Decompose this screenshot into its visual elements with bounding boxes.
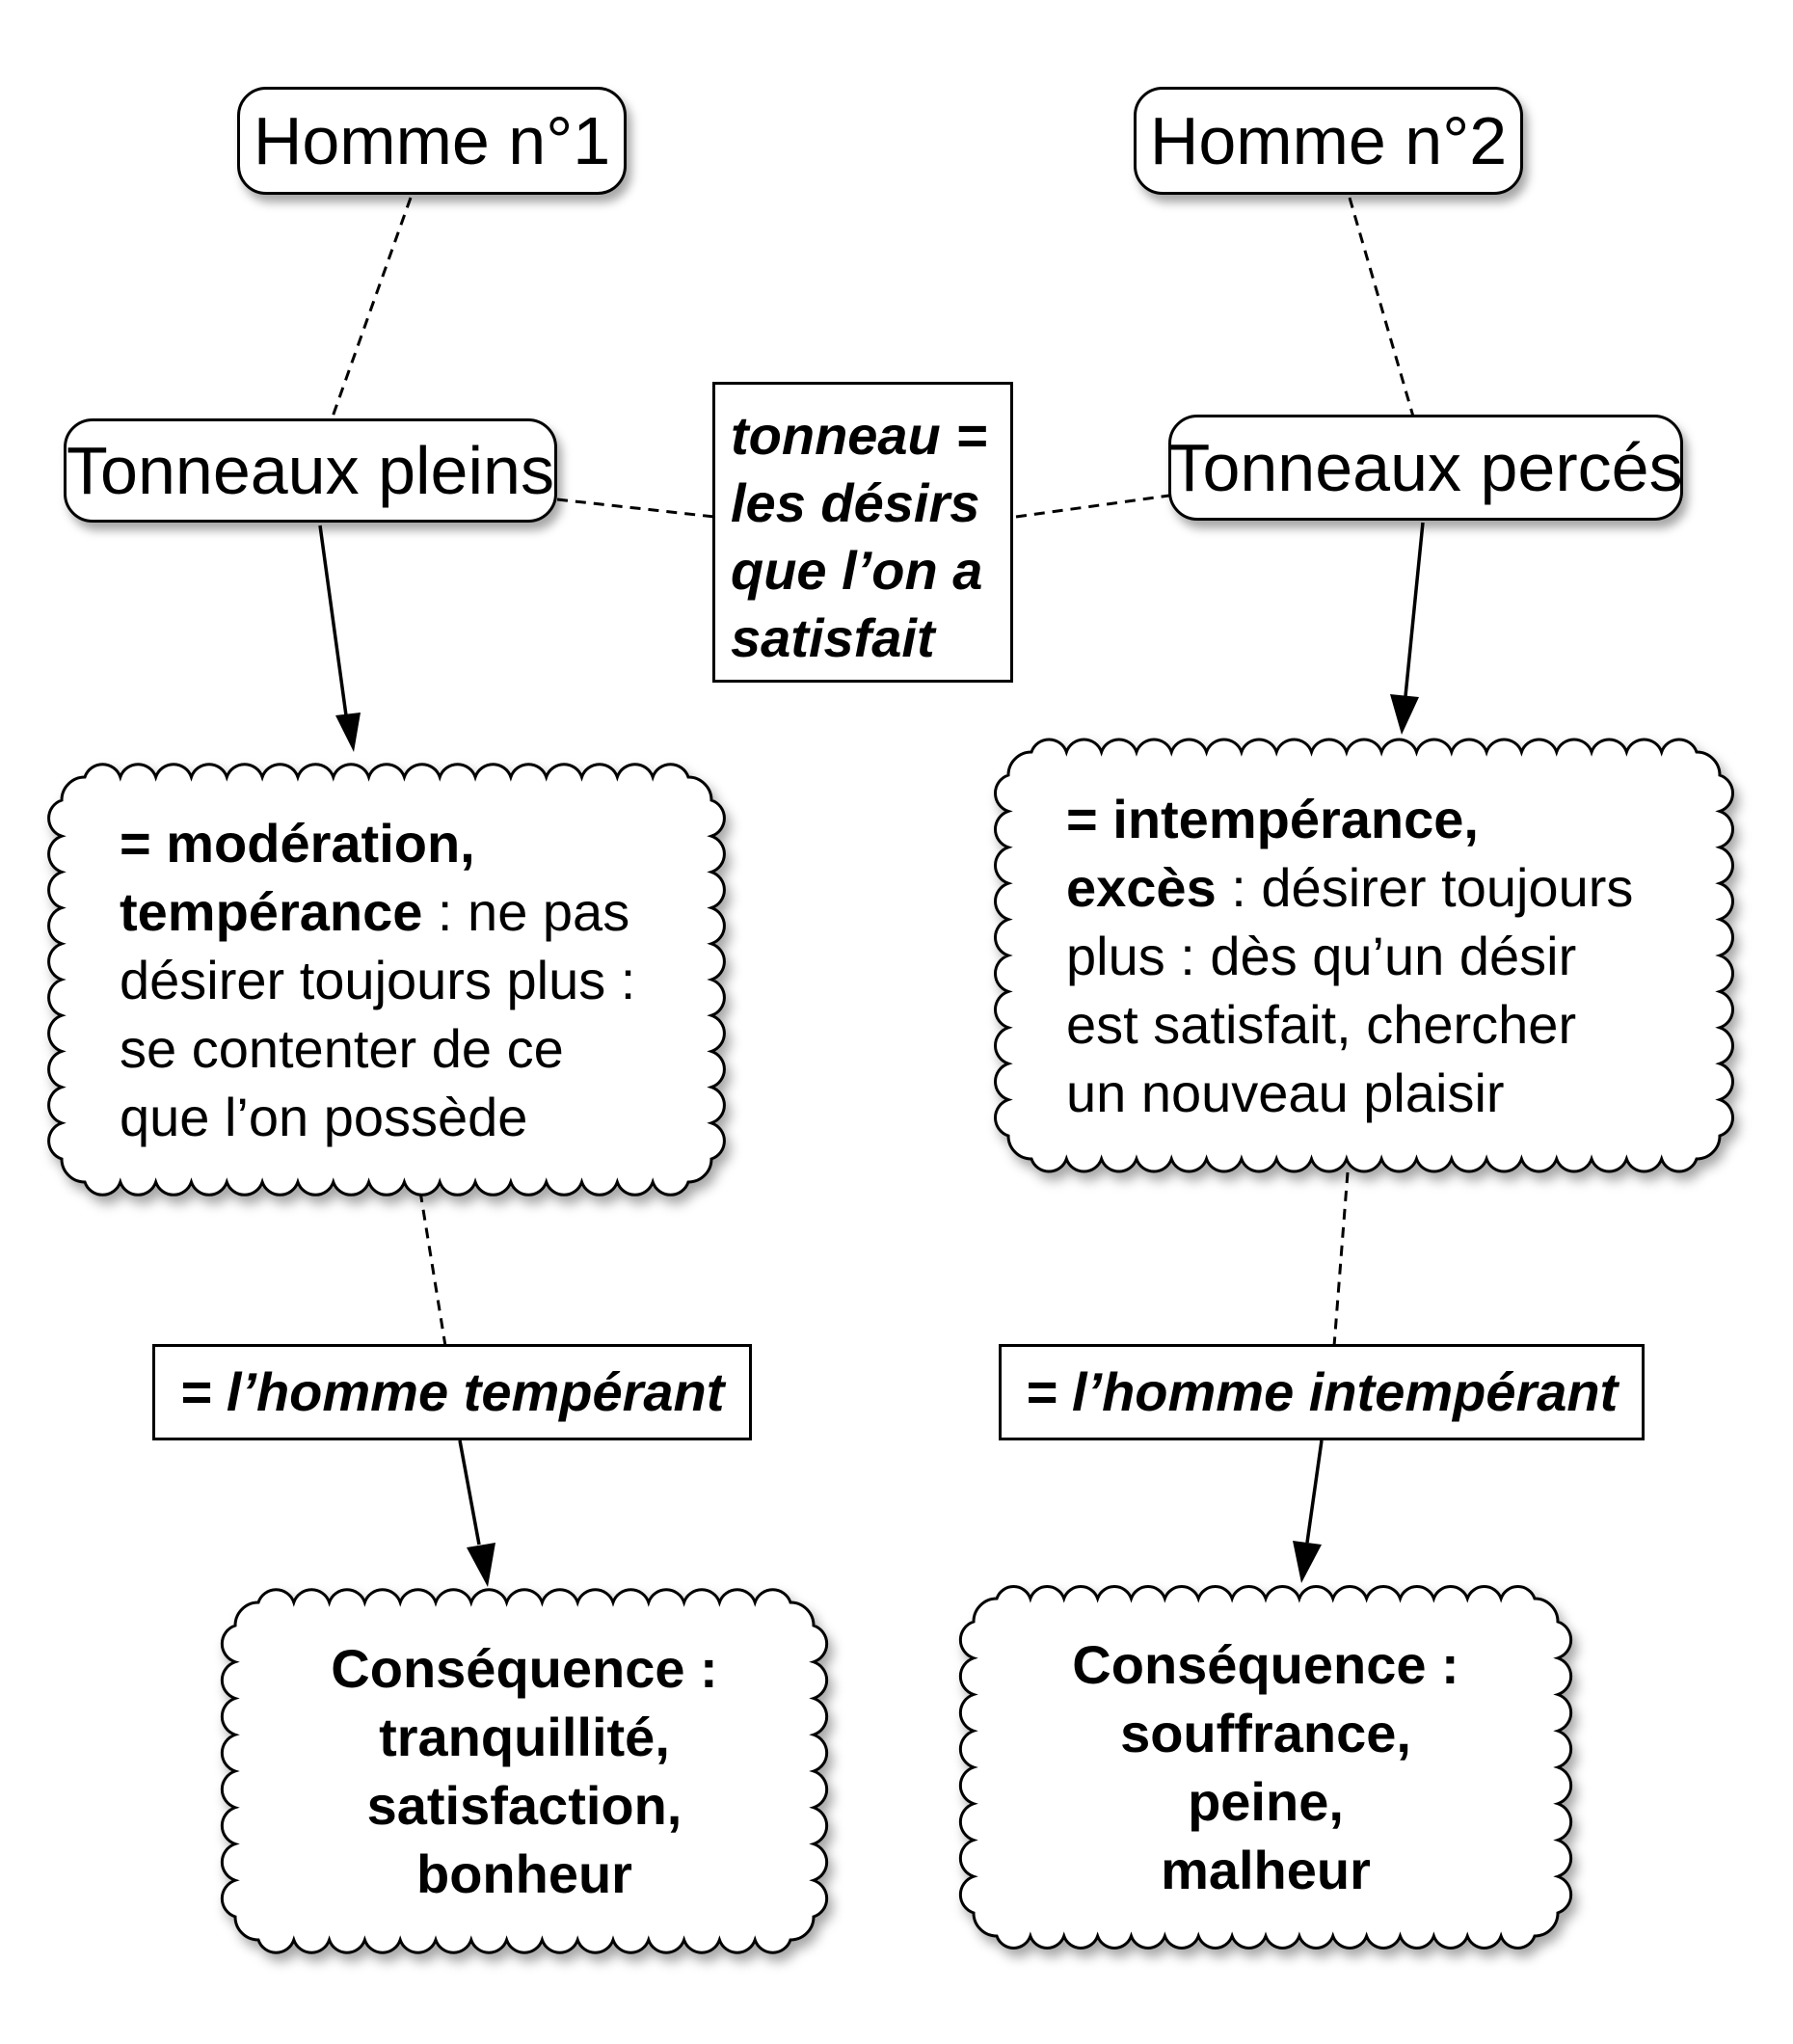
man1-label: Homme n°1	[253, 103, 611, 178]
intemperance-text: plus : dès qu’un désir	[1066, 925, 1577, 986]
consequence-right-line: malheur	[1161, 1840, 1371, 1900]
moderation-cloud: = modération, tempérance : ne pas désire…	[62, 777, 711, 1182]
definition-box: tonneau = les désirs que l’on a satisfai…	[712, 382, 1013, 683]
consequence-left-line: Conséquence :	[331, 1638, 718, 1699]
intemperance-text: : désirer toujours	[1216, 856, 1634, 918]
temperate-man-box: = l’homme tempérant	[152, 1344, 752, 1440]
consequence-right-cloud: Conséquence : souffrance, peine, malheur	[974, 1599, 1558, 1936]
temperate-man-label: = l’homme tempérant	[179, 1361, 725, 1422]
cloud-shape-consequence-left	[220, 1588, 829, 1954]
man1-node: Homme n°1	[237, 87, 627, 195]
intemperate-man-box: = l’homme intempérant	[999, 1344, 1645, 1440]
barrels-full-node: Tonneaux pleins	[64, 418, 557, 523]
dashed-link-man1-barrels	[330, 197, 413, 420]
intemperance-heading: = intempérance,	[1066, 788, 1479, 849]
excess-term: excès	[1066, 856, 1217, 918]
moderation-text: : ne pas	[422, 880, 630, 942]
consequence-left-line: tranquillité,	[379, 1707, 670, 1767]
consequence-right-line: souffrance,	[1120, 1703, 1411, 1763]
arrow-barrels-to-intemperance	[1390, 522, 1425, 735]
cloud-outline	[994, 738, 1734, 1173]
barrels-pierced-node: Tonneaux percés	[1168, 415, 1683, 521]
dashed-link-man2-barrels	[1348, 197, 1415, 417]
arrow-barrels-to-moderation	[318, 524, 361, 752]
definition-line: que l’on a	[731, 540, 983, 601]
moderation-heading: = modération,	[120, 812, 475, 874]
cloud-outline	[220, 1588, 829, 1954]
moderation-text: que l’on possède	[120, 1086, 528, 1147]
cloud-shape-intemperance	[994, 738, 1734, 1173]
intemperance-text: un nouveau plaisir	[1066, 1062, 1505, 1123]
definition-line: les désirs	[731, 472, 980, 533]
consequence-left-line: bonheur	[416, 1843, 632, 1904]
barrels-full-label: Tonneaux pleins	[67, 433, 554, 508]
cloud-shape-moderation	[47, 763, 726, 1197]
consequence-right-line: peine,	[1188, 1771, 1344, 1832]
cloud-outline	[958, 1585, 1573, 1950]
temperance-term: tempérance	[120, 880, 423, 942]
barrels-pierced-label: Tonneaux percés	[1168, 430, 1683, 505]
definition-line: tonneau =	[731, 405, 988, 466]
definition-line: satisfait	[731, 607, 935, 668]
dashed-link-left-cloud-label	[418, 1191, 447, 1347]
man2-node: Homme n°2	[1134, 87, 1523, 195]
moderation-text: se contenter de ce	[120, 1017, 564, 1079]
arrow-temperate-to-consequence	[458, 1439, 495, 1587]
consequence-left-line: satisfaction,	[366, 1775, 682, 1836]
intemperate-man-label: = l’homme intempérant	[1025, 1361, 1619, 1422]
man2-label: Homme n°2	[1149, 103, 1508, 178]
cloud-outline	[47, 763, 726, 1197]
dashed-link-right-barrels-definition	[1015, 494, 1170, 519]
dashed-link-right-cloud-label	[1332, 1171, 1350, 1347]
consequence-right-line: Conséquence :	[1072, 1634, 1459, 1695]
intemperance-text: est satisfait, chercher	[1066, 993, 1577, 1055]
intemperance-cloud: = intempérance, excès : désirer toujours…	[1008, 752, 1720, 1159]
cloud-shape-consequence-right	[958, 1585, 1573, 1950]
dashed-link-left-barrels-definition	[556, 498, 715, 519]
moderation-text: désirer toujours plus :	[120, 949, 636, 1010]
arrow-intemperate-to-consequence	[1293, 1439, 1324, 1583]
consequence-left-cloud: Conséquence : tranquillité, satisfaction…	[235, 1602, 814, 1940]
